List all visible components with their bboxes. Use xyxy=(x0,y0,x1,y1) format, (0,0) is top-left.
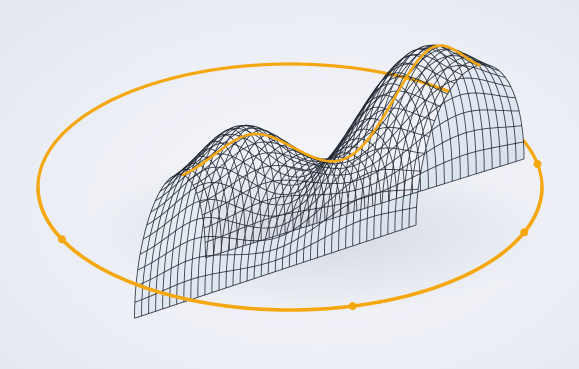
mesh-line-v xyxy=(159,63,455,192)
mesh-line-v xyxy=(199,92,516,204)
surface-boundary-curve xyxy=(181,44,481,177)
mesh-line-v xyxy=(204,141,524,243)
mesh-line-v xyxy=(184,48,493,177)
mesh-line-v xyxy=(135,188,419,287)
mesh-line-v xyxy=(134,224,417,319)
control-point xyxy=(520,228,529,237)
mesh-line-v xyxy=(192,65,506,186)
control-points xyxy=(58,160,542,311)
control-point xyxy=(58,235,66,244)
boundary-curve-front xyxy=(36,185,544,312)
control-point xyxy=(533,160,542,168)
mesh-line-v xyxy=(169,47,471,179)
mesh-line-v xyxy=(139,147,425,255)
control-point xyxy=(348,302,357,311)
mesh-line-v xyxy=(142,126,430,240)
mesh-line-v xyxy=(202,109,520,216)
surface-mesh xyxy=(134,44,525,319)
mesh-line-v xyxy=(205,158,525,259)
mesh-line-v xyxy=(203,125,522,229)
mesh-line-v xyxy=(134,206,417,303)
mesh-line-v xyxy=(137,168,421,271)
mesh-line-v xyxy=(196,77,511,194)
